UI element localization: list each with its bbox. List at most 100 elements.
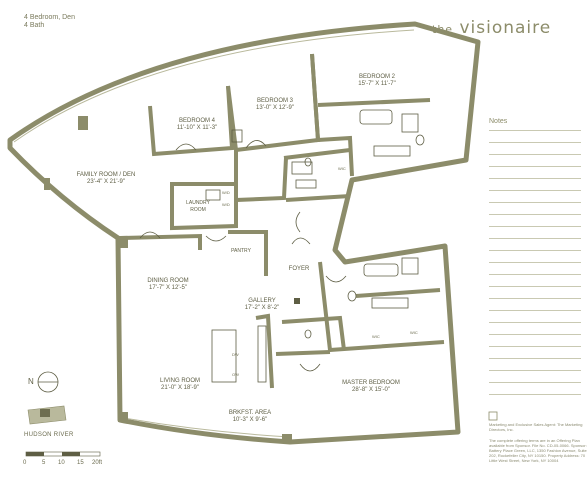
- compass: [37, 371, 59, 393]
- scale-tick: 5: [42, 460, 46, 466]
- column: [118, 236, 128, 248]
- interior-walls: [119, 53, 445, 389]
- key-plan: [27, 405, 67, 425]
- sales-agent-text: Marketing and Exclusive Sales Agent: The…: [489, 422, 583, 432]
- room-label-gallery: GALLERY 17'-2" X 8'-2": [232, 298, 292, 312]
- room-name: LIVING ROOM: [159, 378, 200, 384]
- walk-in-closet-label: WIC: [410, 330, 418, 335]
- room-name: PANTRY: [231, 248, 251, 254]
- wall-bath-2: [317, 98, 431, 107]
- note-line: [489, 178, 581, 179]
- exterior-walls: [7, 21, 481, 445]
- vanity: [373, 145, 411, 157]
- wall-master-north: [275, 350, 331, 356]
- room-name: FOYER: [288, 266, 310, 272]
- note-line: [489, 214, 581, 215]
- shower-stall: [231, 129, 243, 143]
- door-swing: [295, 211, 301, 233]
- column: [282, 434, 292, 442]
- washer-dryer-label: W/D: [222, 190, 230, 195]
- room-dims: 11'-10" X 11'-3": [176, 125, 218, 131]
- column: [118, 412, 128, 422]
- fixtures: [205, 109, 425, 383]
- note-line: [489, 346, 581, 347]
- toilet: [347, 290, 357, 302]
- room-name: BEDROOM 4: [178, 118, 215, 124]
- unit-type: 4 Bedroom, Den: [24, 14, 75, 21]
- brand-name: visionaire: [459, 18, 552, 38]
- column: [78, 116, 88, 130]
- bathtub: [359, 109, 393, 125]
- room-dims: 28'-8" X 15'-0": [352, 387, 390, 393]
- note-line: [489, 394, 581, 395]
- shower: [401, 113, 419, 133]
- river-label: HUDSON RIVER: [24, 432, 74, 438]
- room-name: GALLERY: [248, 298, 276, 304]
- compass-north-label: N: [28, 377, 34, 386]
- room-label-bedroom-3: BEDROOM 3 13'-0" X 12'-9": [240, 98, 310, 112]
- door-swing: [245, 140, 267, 149]
- walk-in-closet-label: WIC: [338, 166, 346, 171]
- room-name: BRKFST. AREA: [228, 410, 272, 416]
- window-line-south: [123, 417, 291, 438]
- door-swing: [139, 231, 161, 239]
- note-line: [489, 274, 581, 275]
- note-line: [489, 166, 581, 167]
- agent-logo-box: [488, 411, 498, 421]
- room-dims: 17'-7" X 12'-5": [149, 285, 187, 291]
- note-line: [489, 310, 581, 311]
- wall-bath-3: [283, 148, 351, 160]
- notes-title: Notes: [489, 118, 508, 125]
- wall-pantry: [228, 230, 268, 276]
- door-swing: [205, 235, 227, 242]
- note-line: [489, 262, 581, 263]
- scale-tick: 15: [77, 460, 84, 466]
- column: [44, 178, 50, 190]
- room-label-pantry: PANTRY: [226, 248, 256, 255]
- room-label-family: FAMILY ROOM / DEN 23'-4" X 21'-9": [66, 172, 146, 186]
- note-line: [489, 286, 581, 287]
- scale-segment: [62, 452, 80, 456]
- room-dims: 21'-0" X 18'-9": [161, 385, 199, 391]
- key-plan-unit: [40, 409, 50, 417]
- scale-tick: 20ft: [92, 460, 103, 466]
- door-swing: [291, 237, 311, 245]
- room-label-bedroom-2: BEDROOM 2 15'-7" X 11'-7": [342, 74, 412, 88]
- room-name: BEDROOM 3: [256, 98, 293, 104]
- kitchen-counter: [257, 325, 267, 383]
- room-dims: 10'-3" X 9'-6": [232, 417, 268, 423]
- window-line-north: [13, 29, 415, 143]
- unit-baths: 4 Bath: [24, 22, 45, 29]
- door-swing: [175, 143, 197, 151]
- wall-bedroom-2: [310, 53, 354, 177]
- master-shower: [401, 257, 419, 275]
- room-dims: 13'-0" X 12'-9": [256, 105, 294, 111]
- tub-bath3: [291, 161, 313, 175]
- note-line: [489, 226, 581, 227]
- wall-laundry: [170, 182, 238, 231]
- note-line: [489, 238, 581, 239]
- master-tub: [363, 263, 399, 277]
- agent-logo: [488, 411, 498, 421]
- wall-powder: [281, 315, 346, 351]
- room-label-master: MASTER BEDROOM 28'-8" X 15'-0": [336, 380, 406, 394]
- toilet: [415, 134, 425, 146]
- note-line: [489, 322, 581, 323]
- wall-master-bath: [355, 288, 441, 298]
- room-name: DINING ROOM: [147, 278, 189, 284]
- room-name: BEDROOM 2: [358, 74, 395, 80]
- note-line: [489, 154, 581, 155]
- scale-bar: [25, 451, 101, 457]
- kitchen-island: [211, 329, 237, 383]
- room-dims: 15'-7" X 11'-7": [358, 81, 396, 87]
- note-line: [489, 298, 581, 299]
- doors: [139, 140, 347, 372]
- wall-master-closet: [318, 261, 445, 353]
- room-label-living: LIVING ROOM 21'-0" X 18'-9": [150, 378, 210, 392]
- scale-tick: 0: [23, 460, 27, 466]
- column: [294, 298, 300, 304]
- washer: [205, 189, 221, 201]
- note-line: [489, 334, 581, 335]
- note-line: [489, 142, 581, 143]
